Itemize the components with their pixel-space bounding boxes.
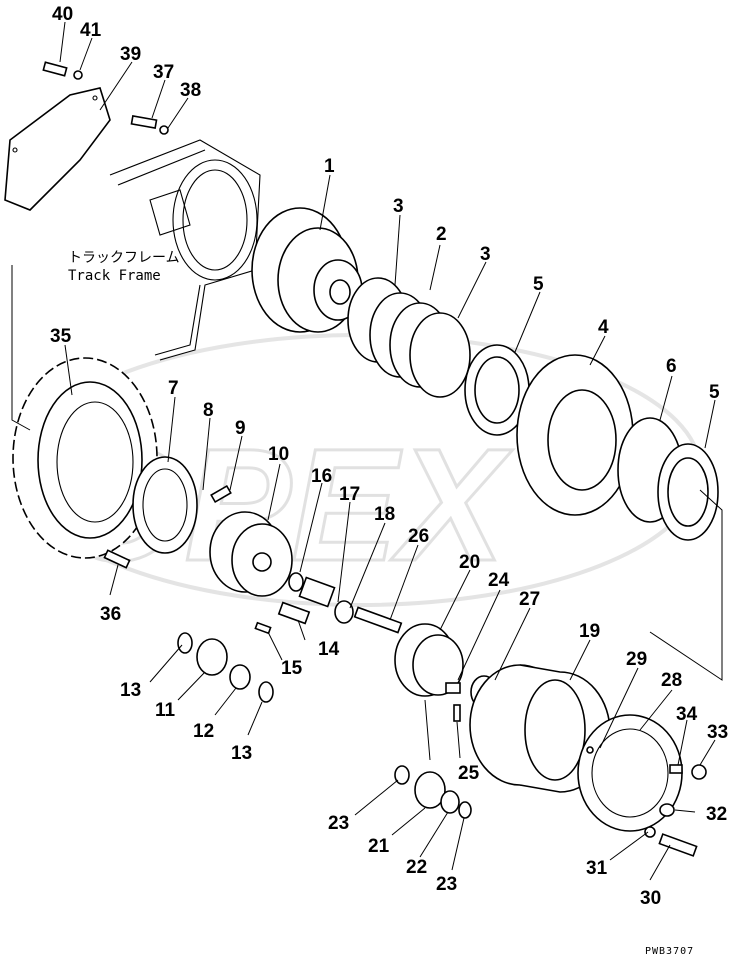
pin-24	[445, 682, 461, 694]
pin-14	[277, 601, 311, 625]
part-label: 11	[155, 700, 176, 721]
part-number-labels: 40 41 39 37 38 1 3 2 3 5 4 6 5 35 7 8 9 …	[50, 4, 728, 909]
part-label: 39	[120, 44, 141, 65]
motor-1	[251, 207, 363, 333]
part-label: 13	[120, 680, 141, 701]
plug-32	[659, 803, 675, 817]
sprocket-35	[12, 357, 158, 559]
shaft-26	[353, 606, 403, 634]
part-label: 10	[268, 444, 289, 465]
part-label: 24	[488, 570, 510, 591]
part-label: 19	[579, 621, 600, 642]
part-label: 2	[436, 224, 447, 245]
bolt-36	[103, 549, 131, 569]
part-label: 25	[458, 763, 480, 784]
part-label: 6	[666, 356, 677, 377]
carrier-20	[394, 623, 464, 697]
drawing-code: PWB3707	[645, 946, 694, 957]
washer-13b	[258, 681, 274, 703]
part-label: 13	[231, 743, 252, 764]
carrier-10	[209, 511, 293, 597]
cover-plate	[4, 87, 111, 211]
bearing-22	[440, 790, 460, 814]
part-label: 9	[235, 418, 246, 439]
part-label: 35	[50, 326, 72, 347]
part-label: 30	[640, 888, 661, 909]
bolt-9	[210, 484, 232, 504]
gear-11	[196, 638, 228, 676]
part-label: 3	[393, 196, 404, 217]
part-label: 20	[459, 552, 480, 573]
ball-29	[586, 746, 594, 754]
pin-25	[453, 704, 461, 722]
part-label: 1	[324, 156, 335, 177]
part-label: 21	[368, 836, 390, 857]
seal-3b	[409, 312, 471, 398]
part-label: 14	[318, 639, 340, 660]
bearing-5b	[657, 443, 719, 541]
bolt-40	[42, 61, 83, 80]
part-label: 3	[480, 244, 491, 265]
track-frame-en-label: Track Frame	[68, 268, 161, 284]
track-frame	[109, 139, 261, 361]
part-label: 27	[519, 589, 540, 610]
part-label: 23	[328, 813, 349, 834]
washer-23a	[394, 765, 410, 785]
track-frame-jp-label: トラックフレーム	[68, 250, 180, 266]
part-label: 36	[100, 604, 121, 625]
part-label: 28	[661, 670, 682, 691]
part-label: 26	[408, 526, 429, 547]
bolt-37	[130, 115, 169, 135]
bearing-5a	[464, 344, 530, 436]
part-label: 18	[374, 504, 395, 525]
part-label: 41	[80, 20, 102, 41]
part-label: 8	[203, 400, 214, 421]
ring-16	[288, 572, 304, 592]
bolt-30	[658, 833, 698, 857]
part-label: 32	[706, 804, 727, 825]
ring-gear-19	[469, 664, 611, 793]
hub-4	[516, 354, 634, 516]
part-label: 34	[676, 704, 698, 725]
part-label: 5	[709, 382, 720, 403]
part-label: 16	[311, 466, 332, 487]
part-label: 4	[598, 317, 609, 338]
washer-31	[644, 826, 656, 838]
bushing-17	[298, 576, 336, 608]
part-label: 40	[52, 4, 73, 25]
pin-15	[254, 621, 272, 635]
bearing-12	[229, 664, 251, 690]
part-label: 31	[586, 858, 608, 879]
part-label: 23	[436, 874, 457, 895]
leader-lines	[11, 21, 723, 881]
part-label: 15	[281, 658, 303, 679]
part-label: 5	[533, 274, 544, 295]
spacer-7	[132, 456, 198, 554]
part-label: 7	[168, 378, 179, 399]
part-label: 17	[339, 484, 360, 505]
ring-18	[334, 600, 354, 624]
washer-23b	[458, 801, 472, 819]
part-label: 22	[406, 857, 427, 878]
plug-33	[691, 764, 707, 780]
part-label: 37	[153, 62, 174, 83]
part-label: 29	[626, 649, 647, 670]
part-label: 33	[707, 722, 728, 743]
part-label: 12	[193, 721, 214, 742]
washer-13a	[177, 632, 193, 654]
plug-34	[669, 764, 683, 774]
part-label: 38	[180, 80, 201, 101]
gear-21	[414, 771, 446, 809]
